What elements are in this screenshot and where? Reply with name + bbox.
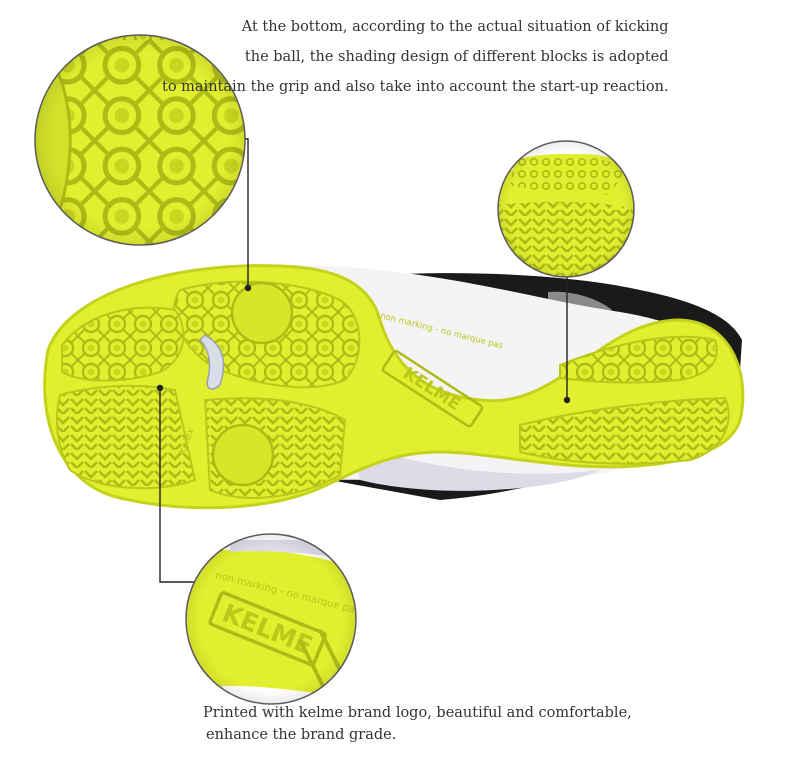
caption-logo-line-1: Printed with kelme brand logo, beautiful… [203,705,632,721]
caption-logo-line-2: enhance the brand grade. [206,727,397,743]
caption-brand-logo: Printed with kelme brand logo, beautiful… [203,702,632,746]
caption-grip-line-2: the ball, the shading design of differen… [244,49,669,65]
zoom-circle-heel-grip [34,34,246,246]
zoom-circle-forefoot [497,140,635,278]
caption-grip-line-1: At the bottom, according to the actual s… [241,19,669,35]
zoom-circle-logo: KELME non marking - no marque pas [185,533,357,705]
caption-grip-design: At the bottom, according to the actual s… [150,12,669,102]
caption-grip-line-3: to maintain the grip and also take into … [162,79,669,95]
